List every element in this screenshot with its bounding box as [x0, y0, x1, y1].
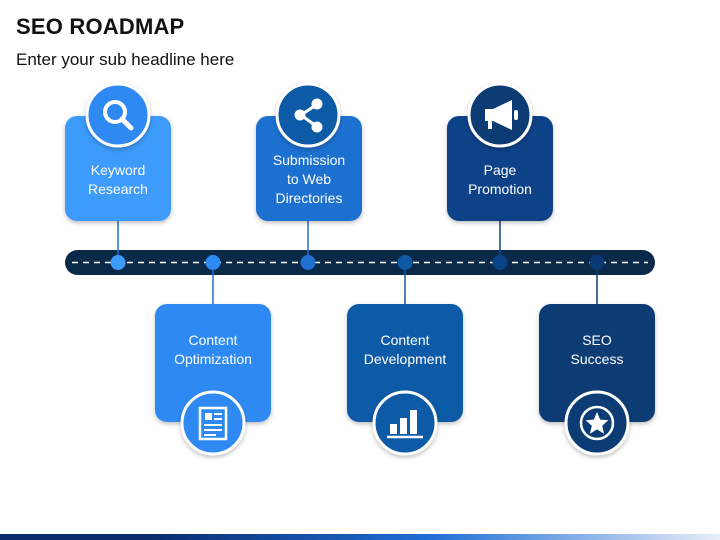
- step-label-line: Submission: [272, 152, 346, 168]
- timeline-dot-4: [397, 255, 413, 270]
- megaphone-icon: [467, 82, 533, 148]
- step-label-page-promotion: Page Promotion: [447, 161, 553, 199]
- share-icon: [275, 82, 341, 148]
- step-label-seo-success: SEO Success: [539, 331, 655, 369]
- step-label-content-development: Content Development: [347, 331, 463, 369]
- card-keyword-research: [65, 116, 171, 221]
- step-label-keyword-research: Keyword Research: [65, 161, 171, 199]
- card-page-promotion: [447, 116, 553, 221]
- timeline-dot-2: [205, 255, 221, 270]
- page-title: SEO ROADMAP: [16, 14, 185, 39]
- timeline-dot-5: [492, 255, 508, 270]
- step-label-line: Page: [483, 162, 517, 178]
- step-label-line: Optimization: [174, 351, 252, 367]
- page-subtitle: Enter your sub headline here: [16, 50, 235, 69]
- step-label-line: Development: [363, 351, 447, 367]
- step-label-line: Success: [570, 351, 624, 367]
- document-icon: [180, 390, 246, 456]
- step-label-line: Keyword: [90, 162, 146, 178]
- step-label-line: Research: [88, 181, 148, 197]
- bar-chart-icon: [372, 390, 438, 456]
- timeline-dot-1: [110, 255, 126, 270]
- star-icon: [564, 390, 630, 456]
- step-label-content-optimization: Content Optimization: [155, 331, 271, 369]
- step-label-line: Content: [380, 332, 430, 348]
- timeline-dot-6: [589, 255, 605, 270]
- step-label-submission: Submission to Web Directories: [256, 151, 362, 208]
- card-seo-success: [539, 304, 655, 422]
- step-label-line: Content: [188, 332, 238, 348]
- step-label-line: to Web: [286, 171, 332, 187]
- card-content-development: [347, 304, 463, 422]
- timeline-dot-3: [300, 255, 316, 270]
- step-label-line: Promotion: [468, 181, 532, 197]
- card-submission: [256, 116, 362, 221]
- footer-accent-bar: [0, 534, 720, 540]
- card-content-optimization: [155, 304, 271, 422]
- step-label-line: SEO: [582, 332, 612, 348]
- search-icon: [85, 82, 151, 148]
- step-label-line: Directories: [275, 190, 343, 206]
